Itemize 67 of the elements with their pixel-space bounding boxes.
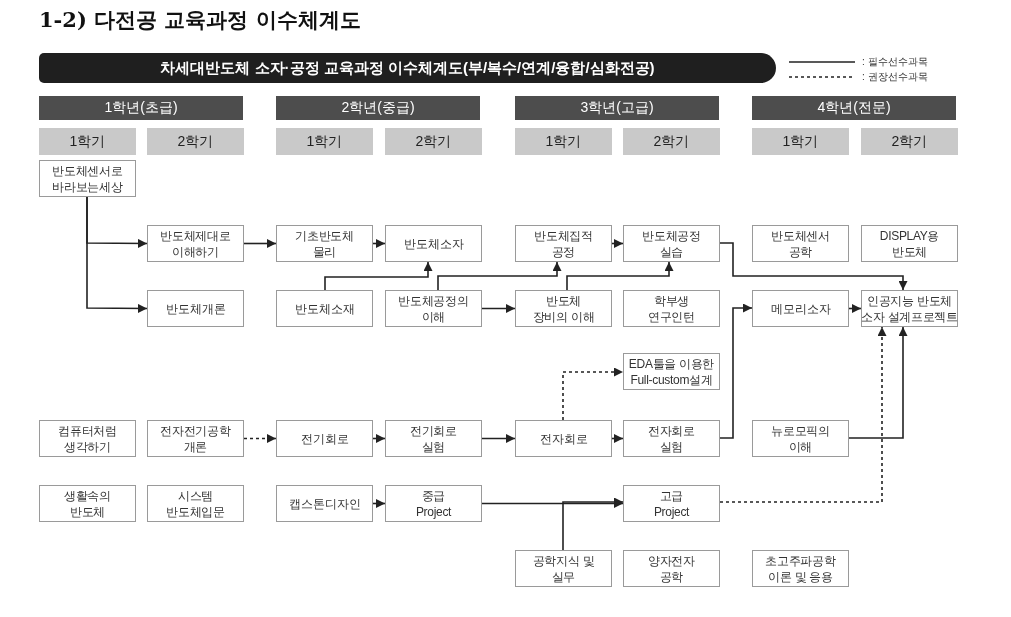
- arrow: [611, 239, 624, 248]
- course-box: 중급 Project: [385, 485, 482, 522]
- dotted-arrow: [562, 367, 624, 421]
- course-box: 전기회로 실험: [385, 420, 482, 457]
- course-box: 캡스톤디자인: [276, 485, 373, 522]
- course-box: EDA툴을 이용한 Full-custom설계: [623, 353, 720, 390]
- arrow: [86, 196, 148, 313]
- course-box: 반도체소재: [276, 290, 373, 327]
- course-box: 반도체센서로 바라보는세상: [39, 160, 136, 197]
- semester-header: 1학기: [752, 128, 849, 155]
- year-header: 1학년(초급): [39, 96, 243, 120]
- course-box: 반도체센서 공학: [752, 225, 849, 262]
- arrow: [481, 434, 516, 443]
- semester-header: 2학기: [861, 128, 958, 155]
- course-box: 전기회로: [276, 420, 373, 457]
- arrow: [372, 239, 386, 248]
- legend-label: : 필수선수과목: [862, 55, 928, 68]
- course-box: 전자회로: [515, 420, 612, 457]
- course-box: 고급 Project: [623, 485, 720, 522]
- arrow: [719, 303, 753, 439]
- course-box: 반도체소자: [385, 225, 482, 262]
- course-box: 초고주파공학 이론 및 응용: [752, 550, 849, 587]
- year-header: 3학년(고급): [515, 96, 719, 120]
- course-box: 반도체 장비의 이해: [515, 290, 612, 327]
- arrow: [566, 261, 674, 291]
- semester-header: 2학기: [147, 128, 244, 155]
- semester-header: 1학기: [276, 128, 373, 155]
- arrow: [611, 434, 624, 443]
- course-box: 반도체공정의 이해: [385, 290, 482, 327]
- course-box: 반도체집적 공정: [515, 225, 612, 262]
- page-title: 1-2) 다전공 교육과정 이수체계도: [39, 6, 361, 34]
- arrow: [372, 499, 386, 508]
- arrow: [562, 497, 624, 551]
- title-banner: 차세대반도체 소자·공정 교육과정 이수체계도(부/복수/연계/융합/심화전공): [39, 53, 776, 83]
- semester-header: 1학기: [515, 128, 612, 155]
- course-box: 메모리소자: [752, 290, 849, 327]
- legend-label: : 권장선수과목: [862, 70, 928, 83]
- arrow: [372, 434, 386, 443]
- course-box: 반도체제대로 이해하기: [147, 225, 244, 262]
- course-box: 뉴로모픽의 이해: [752, 420, 849, 457]
- arrow: [848, 304, 862, 313]
- course-box: 반도체공정 실습: [623, 225, 720, 262]
- course-box: 시스템 반도체입문: [147, 485, 244, 522]
- course-box: 양자전자 공학: [623, 550, 720, 587]
- course-box: 학부생 연구인턴: [623, 290, 720, 327]
- course-box: 기초반도체 물리: [276, 225, 373, 262]
- arrow: [481, 304, 516, 313]
- course-box: 반도체개론: [147, 290, 244, 327]
- arrow: [437, 261, 562, 291]
- arrow: [719, 242, 908, 291]
- year-header: 2학년(중급): [276, 96, 480, 120]
- course-box: DISPLAY용 반도체: [861, 225, 958, 262]
- course-box: 전자전기공학 개론: [147, 420, 244, 457]
- arrow: [324, 261, 433, 291]
- semester-header: 1학기: [39, 128, 136, 155]
- course-box: 생활속의 반도체: [39, 485, 136, 522]
- course-box: 전자회로 실험: [623, 420, 720, 457]
- course-box: 공학지식 및 실무: [515, 550, 612, 587]
- semester-header: 2학기: [385, 128, 482, 155]
- course-box: 컴퓨터처럼 생각하기: [39, 420, 136, 457]
- dotted-arrow: [719, 326, 887, 503]
- arrow: [243, 239, 277, 248]
- semester-header: 2학기: [623, 128, 720, 155]
- course-box: 인공지능 반도체 소자 설계프로젝트: [861, 290, 958, 327]
- dotted-arrow: [243, 434, 277, 443]
- arrow: [848, 326, 908, 439]
- year-header: 4학년(전문): [752, 96, 956, 120]
